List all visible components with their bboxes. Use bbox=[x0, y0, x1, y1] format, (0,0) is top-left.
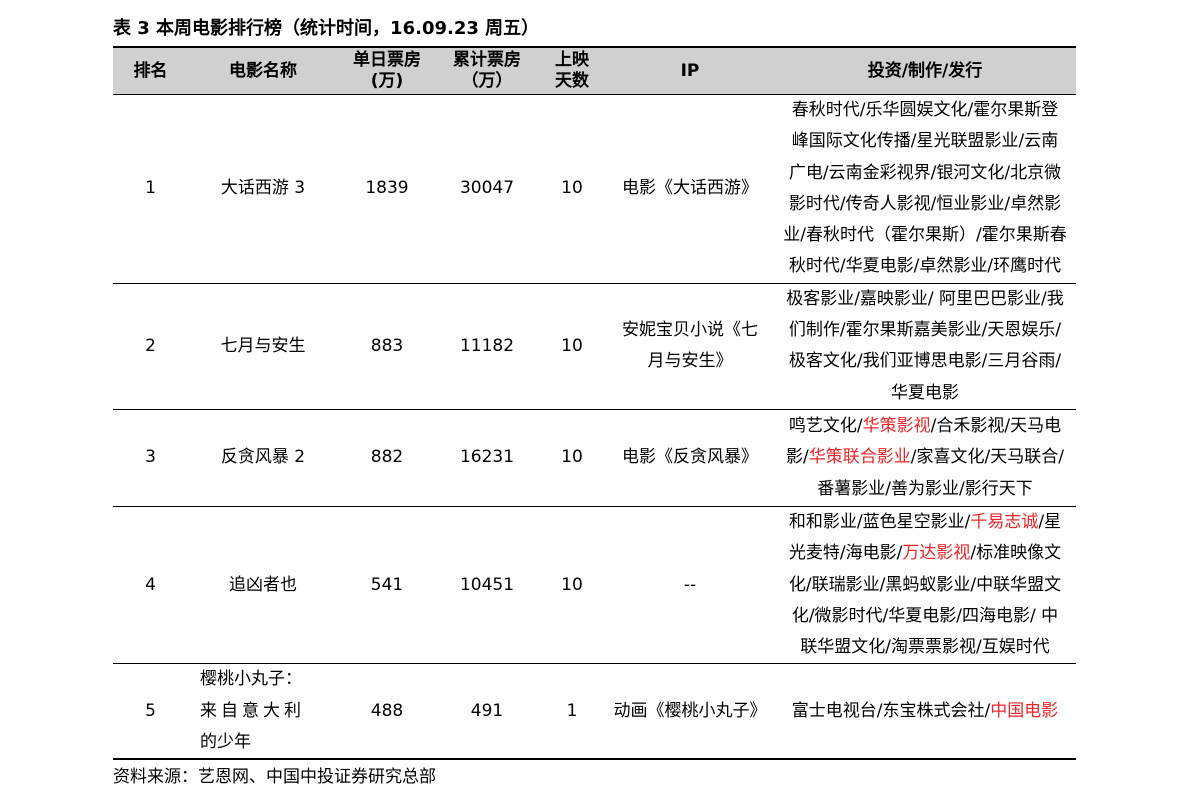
total-box-office-cell: 10451 bbox=[459, 574, 515, 595]
table-row: 1 大话西游 3 1839 30047 10 电影《大话西游》 春秋时代/乐华圆… bbox=[113, 94, 1076, 284]
daily-box-office-cell: 488 bbox=[370, 700, 404, 721]
investors-cell: 鸣艺文化/华策影视/合禾影视/天马电 影/华策联合影业/家喜文化/天马联合/ 番… bbox=[786, 416, 1064, 499]
total-box-office-cell: 30047 bbox=[459, 178, 515, 199]
table-row: 2 七月与安生 883 11182 10 安妮宝贝小说《七月与安生》 极客影业/… bbox=[113, 283, 1076, 409]
days-cell: 10 bbox=[561, 574, 583, 595]
total-box-office-cell: 11182 bbox=[459, 335, 515, 356]
col-header-total: 累计票房（万） bbox=[436, 47, 538, 95]
movie-ranking-table: 排名 电影名称 单日票房(万) 累计票房（万） 上映天数 IP 投资/制作/发行… bbox=[113, 46, 1076, 760]
header-row: 排名 电影名称 单日票房(万) 累计票房（万） 上映天数 IP 投资/制作/发行 bbox=[113, 47, 1076, 95]
investors-cell: 极客影业/嘉映影业/ 阿里巴巴影业/我 们制作/霍尔果斯嘉美影业/天恩娱乐/ 极… bbox=[786, 288, 1064, 403]
rank-cell: 3 bbox=[145, 447, 156, 468]
table-title: 表 3 本周电影排行榜（统计时间，16.09.23 周五） bbox=[113, 18, 540, 39]
movie-name-cell: 大话西游 3 bbox=[220, 178, 306, 199]
col-header-daily: 单日票房(万) bbox=[338, 47, 436, 95]
movie-name-cell: 反贪风暴 2 bbox=[220, 447, 306, 468]
rank-cell: 1 bbox=[145, 178, 156, 199]
investors-cell: 富士电视台/东宝株式会社/中国电影 bbox=[791, 700, 1059, 721]
days-cell: 10 bbox=[561, 335, 583, 356]
col-header-rank: 排名 bbox=[113, 47, 188, 95]
investors-cell: 和和影业/蓝色星空影业/千易志诚/星 光麦特/海电影/万达影视/标准映像文 化/… bbox=[788, 511, 1062, 658]
daily-box-office-cell: 883 bbox=[370, 335, 404, 356]
movie-name-cell: 樱桃小丸子： 来自意大利 的少年 bbox=[200, 669, 305, 753]
total-box-office-cell: 491 bbox=[470, 700, 504, 721]
col-header-days: 上映天数 bbox=[538, 47, 606, 95]
ip-cell: 电影《大话西游》 bbox=[622, 178, 758, 199]
ip-cell: -- bbox=[683, 574, 697, 595]
col-header-ip: IP bbox=[606, 47, 774, 95]
total-box-office-cell: 16231 bbox=[459, 447, 515, 468]
days-cell: 10 bbox=[561, 178, 583, 199]
col-header-investors: 投资/制作/发行 bbox=[774, 47, 1076, 95]
ip-cell: 电影《反贪风暴》 bbox=[622, 447, 758, 468]
days-cell: 10 bbox=[561, 447, 583, 468]
daily-box-office-cell: 1839 bbox=[365, 178, 409, 199]
rank-cell: 2 bbox=[145, 335, 156, 356]
col-header-name: 电影名称 bbox=[188, 47, 338, 95]
source-note: 资料来源：艺恩网、中国中投证券研究总部 bbox=[113, 767, 436, 787]
ip-cell: 动画《樱桃小丸子》 bbox=[613, 700, 767, 721]
table-row: 3 反贪风暴 2 882 16231 10 电影《反贪风暴》 鸣艺文化/华策影视… bbox=[113, 409, 1076, 506]
days-cell: 1 bbox=[566, 700, 578, 721]
rank-cell: 5 bbox=[145, 700, 156, 721]
investors-cell: 春秋时代/乐华圆娱文化/霍尔果斯登 峰国际文化传播/星光联盟影业/云南 广电/云… bbox=[783, 100, 1067, 277]
daily-box-office-cell: 541 bbox=[370, 574, 404, 595]
movie-name-cell: 七月与安生 bbox=[220, 335, 306, 356]
table-row: 5 樱桃小丸子： 来自意大利 的少年 488 491 1 动画《樱桃小丸子》 富… bbox=[113, 663, 1076, 760]
table-row: 4 追凶者也 541 10451 10 -- 和和影业/蓝色星空影业/千易志诚/… bbox=[113, 506, 1076, 663]
rank-cell: 4 bbox=[145, 574, 156, 595]
movie-name-cell: 追凶者也 bbox=[229, 574, 297, 595]
ip-cell: 安妮宝贝小说《七月与安生》 bbox=[622, 320, 758, 372]
daily-box-office-cell: 882 bbox=[370, 447, 404, 468]
